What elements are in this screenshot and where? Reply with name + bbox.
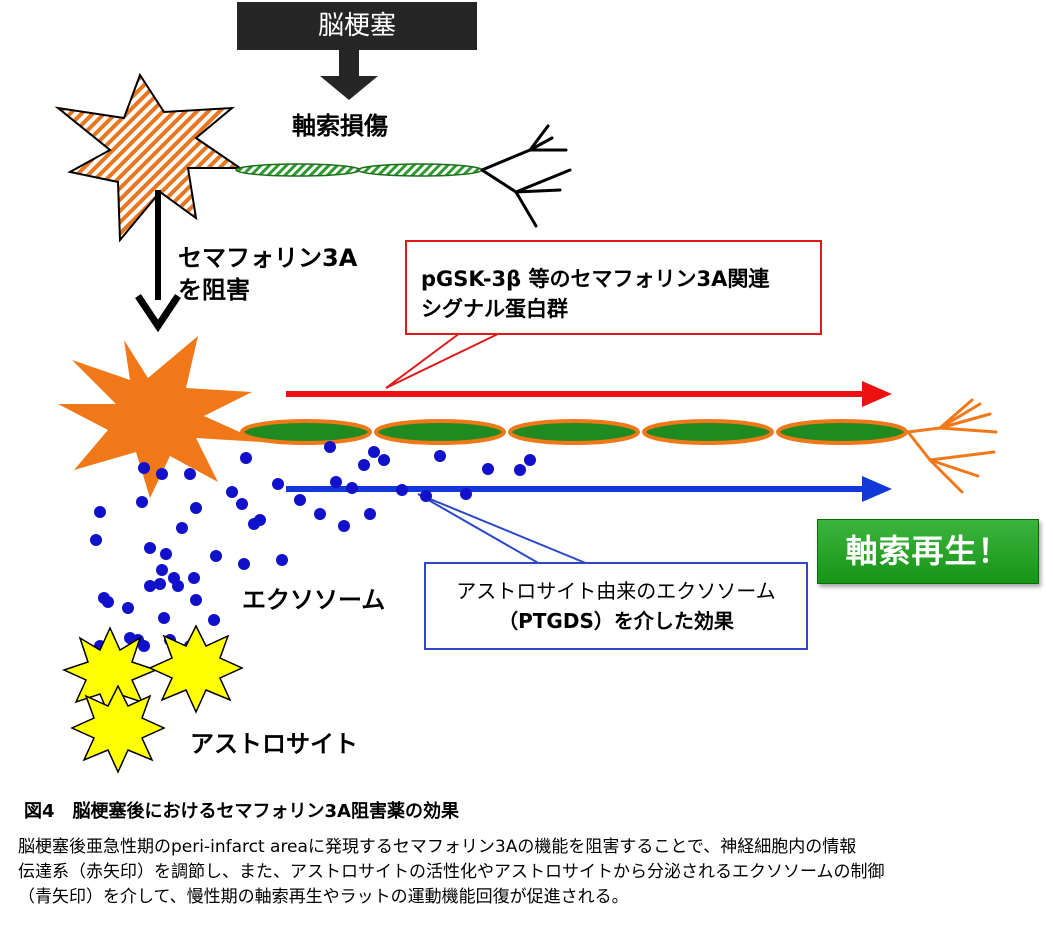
exosome-dot [208, 614, 220, 626]
caption-line3: （青矢印）を介して、慢性期の軸索再生やラットの運動機能回復が促進される。 [18, 887, 629, 907]
red-arrow [286, 381, 892, 407]
exosome-dot [176, 522, 188, 534]
exosome-dot [420, 490, 432, 502]
stroke-arrow [320, 50, 378, 100]
exosome-dot [294, 494, 306, 506]
stroke-label-box: 脳梗塞 [237, 2, 477, 50]
axon-injury-label: 軸索損傷 [292, 112, 388, 140]
myelinated-axon [240, 419, 908, 445]
blue-callout-line2: （PTGDS）を介した効果 [498, 609, 734, 633]
blue-callout-line1: アストロサイト由来のエクソソーム [456, 579, 776, 603]
exosome-dot [160, 548, 172, 560]
red-callout-line2: シグナル蛋白群 [421, 297, 568, 321]
injured-neuron [54, 72, 244, 243]
exosome-dot [524, 454, 536, 466]
blue-callout-box: アストロサイト由来のエクソソーム （PTGDS）を介した効果 [424, 562, 808, 650]
exosome-dot [324, 441, 336, 453]
exosome-dot [154, 578, 166, 590]
exosome-dot [364, 508, 376, 520]
figure-title: 図4 脳梗塞後におけるセマフォリン3A阻害薬の効果 [24, 801, 459, 822]
healthy-neuron [58, 336, 262, 498]
astrocyte [148, 624, 244, 714]
injured-axon [235, 163, 483, 177]
red-callout-box: pGSK-3β 等のセマフォリン3A関連 シグナル蛋白群 [405, 240, 822, 335]
exosome-dot [190, 502, 202, 514]
figure-caption: 脳梗塞後亜急性期のperi-infarct areaに発現するセマフォリン3Aの… [18, 835, 1038, 910]
exosome-dot [378, 454, 390, 466]
red-callout-pointer [385, 332, 501, 389]
regenerated-terminal [906, 398, 998, 494]
inhibit-label-line2: を阻害 [178, 276, 250, 304]
exosome-dot [90, 534, 102, 546]
exosome-dot [138, 462, 150, 474]
astrocyte [70, 684, 166, 774]
exosome-dot [144, 580, 156, 592]
exosome-dot [346, 482, 358, 494]
exosome-dot [240, 452, 252, 464]
exosome-dot [190, 594, 202, 606]
exosome-dot [276, 554, 288, 566]
exosome-dot [210, 550, 222, 562]
caption-line2: 伝達系（赤矢印）を調節し、また、アストロサイトの活性化やアストロサイトから分泌さ… [18, 862, 885, 882]
exosome-dot [122, 602, 134, 614]
exosome-dot [172, 580, 184, 592]
exosome-dot [226, 486, 238, 498]
exosome-label: エクソソーム [242, 586, 386, 614]
red-callout-line1: pGSK-3β 等のセマフォリン3A関連 [421, 267, 770, 291]
exosome-dot [94, 506, 106, 518]
exosome-dot [158, 612, 170, 624]
exosome-dot [434, 450, 446, 462]
exosome-dot [188, 572, 200, 584]
injured-terminal [480, 124, 572, 228]
exosome-dot [314, 508, 326, 520]
stroke-label: 脳梗塞 [317, 11, 396, 41]
axon-regeneration-badge: 軸索再生！ [817, 519, 1039, 584]
exosome-dot [136, 496, 148, 508]
caption-line1: 脳梗塞後亜急性期のperi-infarct areaに発現するセマフォリン3Aの… [18, 837, 857, 857]
exosome-dot [272, 478, 284, 490]
exosome-dot [482, 463, 494, 475]
axon-regeneration-label: 軸索再生！ [845, 532, 1011, 570]
exosome-dot [238, 558, 250, 570]
exosome-dot [144, 542, 156, 554]
blue-arrow [286, 476, 892, 502]
blue-callout-pointer [417, 493, 589, 565]
astrocytes [61, 624, 244, 774]
exosome-dot [102, 596, 114, 608]
exosome-dot [368, 446, 380, 458]
exosome-dot [338, 520, 350, 532]
exosome-dot [460, 488, 472, 500]
exosome-dot [184, 468, 196, 480]
astrocyte-label: アストロサイト [190, 730, 358, 758]
exosome-dot [330, 476, 342, 488]
inhibit-label-line1: セマフォリン3A [178, 244, 358, 272]
inhibit-arrow [135, 190, 181, 333]
exosome-dot [396, 484, 408, 496]
exosome-dot [358, 459, 370, 471]
exosome-dot [514, 464, 526, 476]
exosome-dot [156, 564, 168, 576]
exosome-dot [156, 468, 168, 480]
exosome-dot [236, 498, 248, 510]
exosome-dots [90, 441, 536, 652]
exosome-dot [248, 518, 260, 530]
exosome-dot [138, 640, 150, 652]
